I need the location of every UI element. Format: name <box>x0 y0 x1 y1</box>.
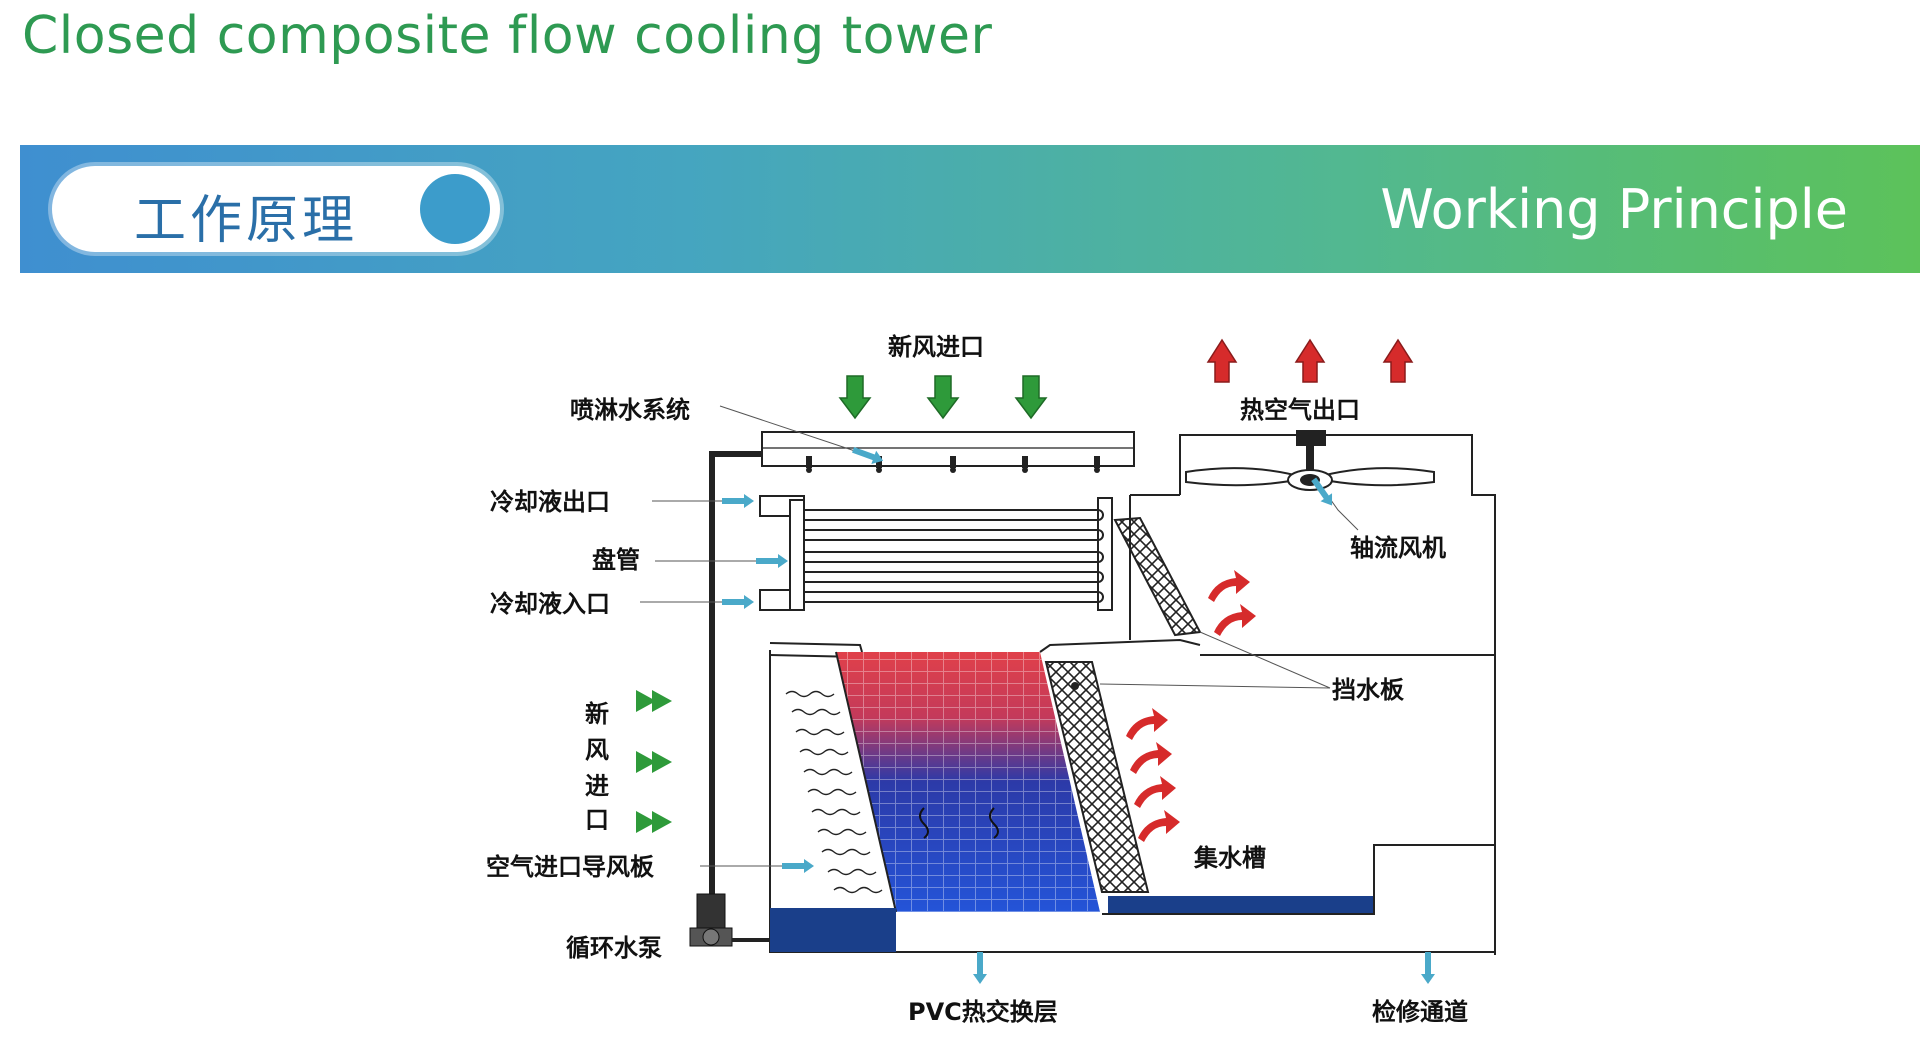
fresh-air-down-arrows <box>839 375 1047 419</box>
label-air-inlet-louver: 空气进口导风板 <box>486 853 655 881</box>
drift-eliminator-lower <box>1044 661 1150 893</box>
label-fresh-air-side-3: 进 <box>585 772 609 800</box>
hot-air-up-arrows <box>1207 339 1413 383</box>
label-coolant-inlet: 冷却液入口 <box>490 590 610 618</box>
basin-water-right <box>1108 896 1374 914</box>
label-circulating-pump: 循环水泵 <box>566 934 662 962</box>
axial-fan-icon <box>1185 430 1435 491</box>
label-fresh-air-side-2: 风 <box>585 736 609 764</box>
fresh-air-right-arrows <box>636 690 672 833</box>
label-access-passage: 检修通道 <box>1372 998 1468 1026</box>
label-water-basin: 集水槽 <box>1193 844 1266 872</box>
label-coolant-outlet: 冷却液出口 <box>490 488 610 516</box>
label-drift-eliminator: 挡水板 <box>1332 676 1405 704</box>
page-title: Closed composite flow cooling tower <box>22 6 993 66</box>
label-fresh-air-side-1: 新 <box>585 700 609 728</box>
blue-pointer-arrow-icon <box>640 405 1435 984</box>
label-spray-system: 喷淋水系统 <box>570 396 690 424</box>
hot-air-curved-arrows <box>1126 570 1256 842</box>
label-fresh-air-side-4: 口 <box>585 806 609 834</box>
basin-water-left <box>770 908 896 952</box>
section-title-cn: 工作原理 <box>134 191 359 251</box>
drift-eliminator-upper <box>1113 516 1202 637</box>
pump-icon <box>689 451 770 947</box>
spray-header <box>761 431 1135 467</box>
coil-bundle <box>759 495 1113 611</box>
fan-stack <box>1179 434 1496 955</box>
section-pill: 工作原理 <box>52 166 500 252</box>
tower-housing <box>769 650 1496 953</box>
label-axial-fan: 轴流风机 <box>1350 534 1446 562</box>
label-fresh-air-inlet-top: 新风进口 <box>888 333 984 361</box>
label-coil: 盘管 <box>592 546 640 574</box>
label-pvc-fill: PVC热交换层 <box>908 998 1058 1026</box>
circle-dot-icon <box>420 174 490 244</box>
label-hot-air-outlet: 热空气出口 <box>1240 396 1360 424</box>
section-title-en: Working Principle <box>1380 178 1848 241</box>
spray-nozzles <box>806 456 1100 473</box>
air-inlet-louver <box>785 690 883 894</box>
